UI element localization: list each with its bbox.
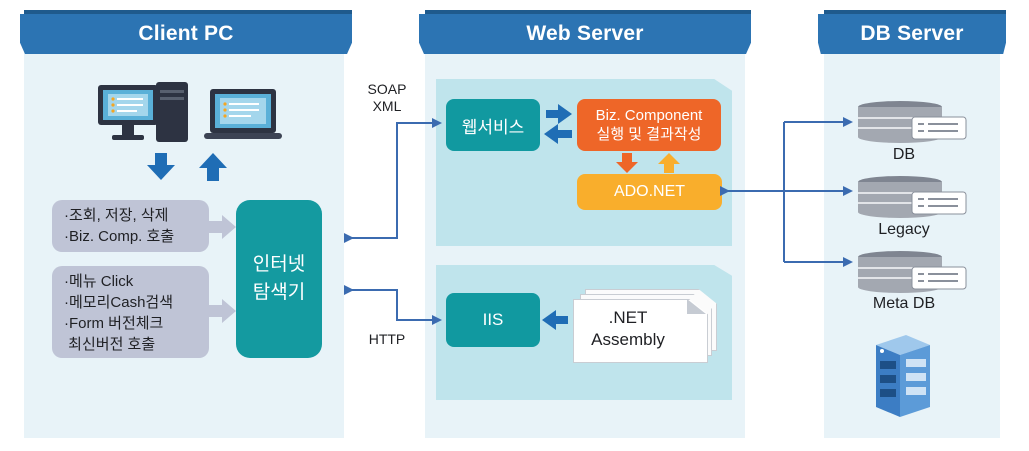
http-label: HTTP	[368, 331, 406, 347]
client-feature-line: ·Form 버전체크	[64, 315, 164, 332]
assembly-doc-front	[573, 299, 708, 363]
webservice-box: 웹서비스	[446, 99, 540, 151]
client-pc-title: Client PC	[20, 14, 352, 54]
legacy-database-icon	[858, 176, 967, 218]
legacy-label: Legacy	[878, 221, 930, 238]
internet-explorer-box: 인터넷 탐색기	[236, 200, 322, 358]
browser-label-line: 인터넷	[252, 254, 306, 275]
client-action-line: ·조회, 저장, 삭제	[64, 207, 169, 224]
db-database-icon	[858, 101, 967, 143]
server-rack-icon	[876, 335, 930, 417]
client-actions-box: ·조회, 저장, 삭제 ·Biz. Comp. 호출	[52, 200, 209, 252]
soap-xml-label: SOAP XML	[357, 81, 417, 115]
desktop-computer-icon	[98, 82, 188, 142]
meta-db-label: Meta DB	[872, 295, 936, 312]
assembly-label: .NET Assembly	[573, 307, 683, 351]
iis-box: IIS	[446, 293, 540, 347]
browser-label-line: 탐색기	[252, 282, 306, 303]
upload-arrow-icon	[199, 153, 227, 181]
client-feature-line: ·메뉴 Click	[64, 273, 134, 290]
biz-component-box: Biz. Component 실행 및 결과작성	[577, 99, 721, 151]
soap-label: SOAP	[367, 81, 407, 97]
web-server-title: Web Server	[419, 14, 751, 54]
db-server-title: DB Server	[818, 14, 1006, 54]
client-feature-line: ·메모리Cash검색	[64, 294, 174, 311]
db-label: DB	[892, 146, 916, 163]
assembly-label-line: .NET	[608, 308, 648, 327]
client-action-line: ·Biz. Comp. 호출	[64, 228, 175, 245]
download-arrow-icon	[147, 153, 175, 180]
meta-db-database-icon	[858, 251, 967, 293]
ado-net-box: ADO.NET	[577, 174, 722, 210]
client-features-box: ·메뉴 Click ·메모리Cash검색 ·Form 버전체크 최신버전 호출	[52, 266, 209, 358]
laptop-icon	[204, 89, 282, 139]
biz-component-line: 실행 및 결과작성	[596, 126, 702, 143]
client-feature-line: 최신버전 호출	[64, 336, 156, 353]
biz-component-line: Biz. Component	[595, 107, 703, 124]
xml-label: XML	[372, 98, 402, 114]
assembly-label-line: Assembly	[591, 330, 665, 349]
assembly-doc-fold-icon	[687, 299, 706, 314]
